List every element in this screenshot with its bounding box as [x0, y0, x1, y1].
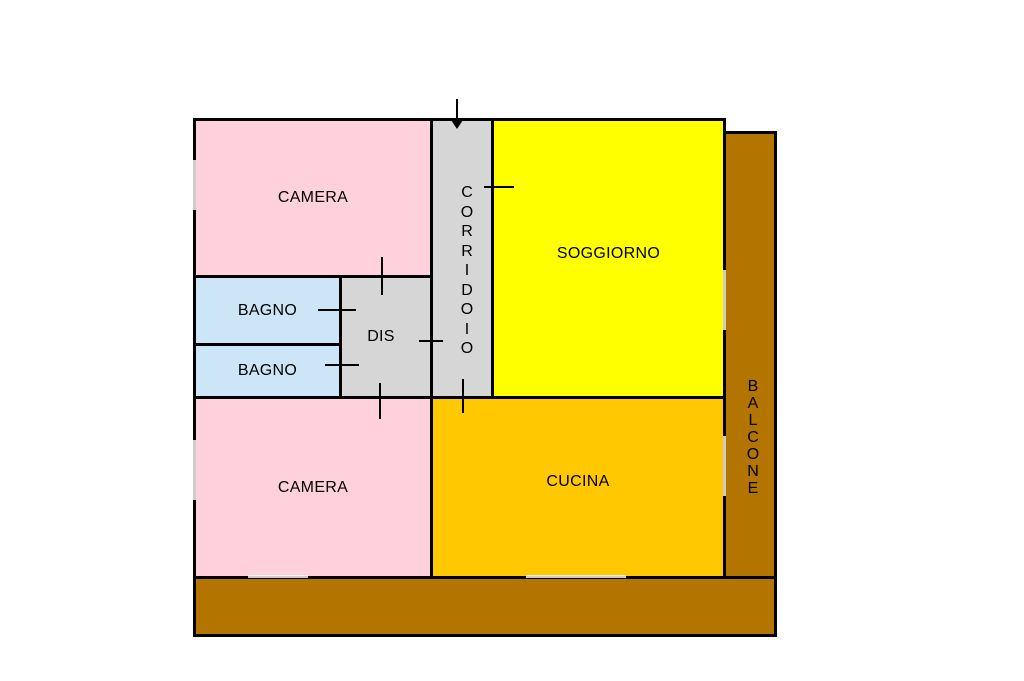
- door-marker: [379, 383, 381, 419]
- room-label-camera-top: CAMERA: [277, 189, 349, 206]
- label-letter: O: [746, 446, 760, 463]
- balcony-bottom: [193, 576, 777, 637]
- label-letter: L: [748, 412, 758, 429]
- room-camera-top: CAMERA: [193, 118, 433, 278]
- window-gap: [526, 575, 626, 578]
- room-cucina: CUCINA: [430, 396, 726, 579]
- label-letter: C: [747, 429, 759, 446]
- room-bagno-bottom: BAGNO: [193, 343, 342, 399]
- label-letter: N: [747, 463, 759, 480]
- label-letter: I: [464, 320, 470, 338]
- window-gap: [723, 270, 726, 330]
- door-marker: [462, 379, 464, 413]
- label-letter: O: [460, 301, 474, 318]
- room-label-soggiorno: SOGGIORNO: [556, 244, 661, 262]
- window-gap: [723, 436, 726, 496]
- label-letter: I: [464, 262, 470, 279]
- room-dis: DIS: [339, 275, 433, 399]
- room-bagno-top: BAGNO: [193, 275, 342, 346]
- room-label-bagno-top: BAGNO: [237, 301, 298, 319]
- label-letter: R: [461, 223, 473, 240]
- window-gap: [248, 575, 308, 578]
- arrow-down-icon: [451, 99, 463, 129]
- room-soggiorno: SOGGIORNO: [491, 118, 726, 399]
- room-camera-bottom: CAMERA: [193, 396, 433, 579]
- room-label-dis: DIS: [367, 328, 395, 345]
- room-label-bagno-bottom: BAGNO: [237, 362, 298, 379]
- label-letter: A: [747, 395, 759, 412]
- label-letter: D: [461, 281, 473, 299]
- label-letter: E: [747, 480, 759, 497]
- label-letter: O: [460, 203, 474, 221]
- label-letter: C: [461, 184, 473, 201]
- label-letter: O: [460, 340, 474, 357]
- door-marker: [325, 364, 359, 366]
- door-marker: [381, 257, 383, 295]
- room-label-camera-bottom: CAMERA: [277, 478, 349, 496]
- label-letter: R: [461, 242, 473, 260]
- door-marker: [419, 340, 443, 342]
- room-label-cucina: CUCINA: [546, 472, 610, 490]
- label-letter: B: [747, 378, 759, 395]
- window-gap: [193, 160, 196, 210]
- window-gap: [193, 440, 196, 500]
- door-marker: [318, 309, 356, 311]
- door-marker: [484, 186, 514, 188]
